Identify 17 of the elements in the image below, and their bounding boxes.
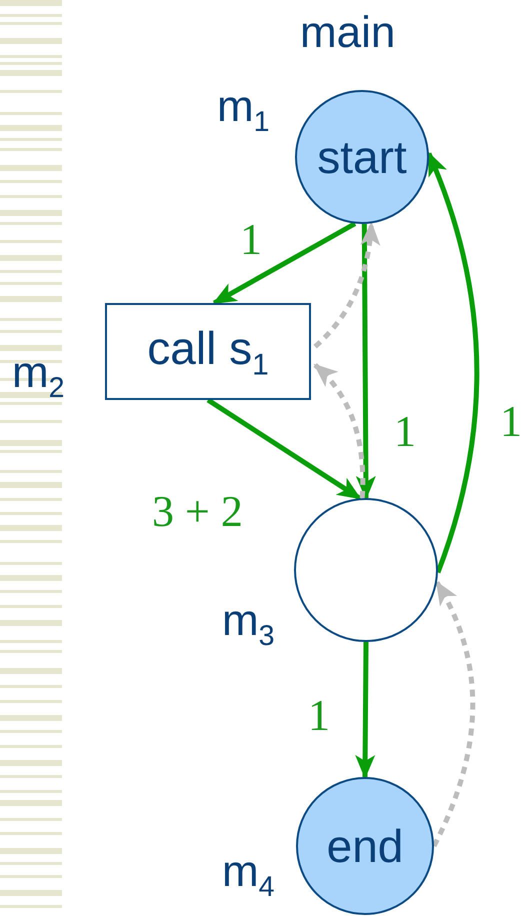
node-caption: main xyxy=(300,8,396,58)
arrow xyxy=(356,224,376,500)
dashed-arrow xyxy=(432,580,476,848)
arrow xyxy=(206,398,362,500)
dashed-arrow xyxy=(313,221,380,348)
node-caption: m$_{3}$ xyxy=(222,596,275,653)
arrow xyxy=(212,221,356,306)
node-label: call s$_{1}$ xyxy=(147,320,269,382)
node-label: end xyxy=(326,819,404,873)
arrow xyxy=(426,152,480,574)
node-label: start xyxy=(317,130,407,184)
node-caption: m$_{1}$ xyxy=(217,82,270,139)
process-box xyxy=(105,303,311,400)
node-caption: m$_{4}$ xyxy=(222,847,275,904)
dashed-arrow xyxy=(313,363,366,498)
arrow xyxy=(355,642,376,779)
node-caption: m$_{2}$ xyxy=(12,348,65,405)
